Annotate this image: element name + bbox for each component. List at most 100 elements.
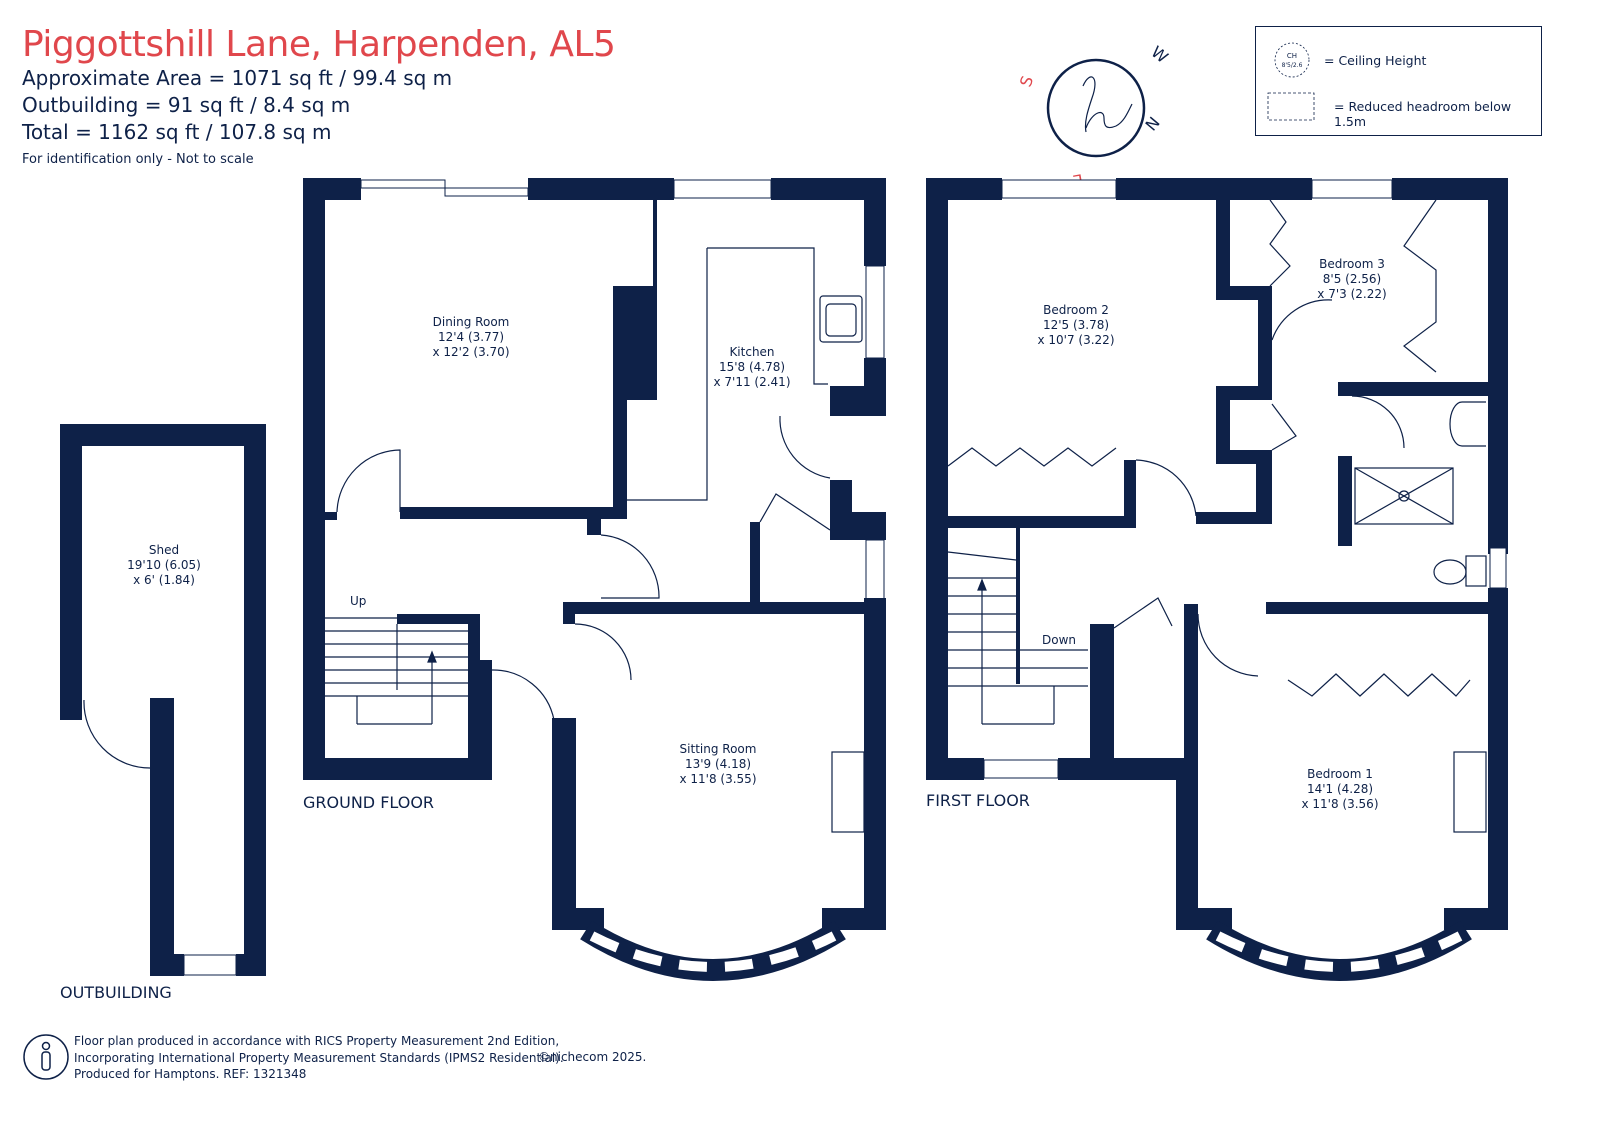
bedroom3-name: Bedroom 3 xyxy=(1319,257,1385,271)
ff-shower-drain-icon xyxy=(1398,490,1410,502)
sitting-dim1: 13'9 (4.18) xyxy=(685,757,751,771)
ceiling-height-icon xyxy=(1274,42,1310,78)
ff-wall-bed2-right xyxy=(1216,198,1230,298)
disclaimer: For identification only - Not to scale xyxy=(22,152,254,167)
gf-sink-bowl xyxy=(825,303,857,337)
ff-wall-left xyxy=(926,178,948,780)
gf-wall-dining-bottom xyxy=(400,507,627,519)
sitting-dim2: x 11'8 (3.55) xyxy=(679,772,756,786)
bedroom1-name: Bedroom 1 xyxy=(1307,767,1373,781)
ff-bed2-wardrobe xyxy=(947,447,1117,467)
bedroom2-dim2: x 10'7 (3.22) xyxy=(1037,333,1114,347)
sitting-name: Sitting Room xyxy=(680,742,757,756)
gf-wall-dining-stub xyxy=(325,512,337,520)
ff-wall-bath-left xyxy=(1338,456,1352,546)
copyright: ©nichecom 2025. xyxy=(538,1050,647,1064)
ff-wall-stair-divider xyxy=(1016,528,1020,684)
gf-door-dining xyxy=(336,449,401,513)
ff-window-landing xyxy=(983,759,1059,779)
footer-line-2: Incorporating International Property Mea… xyxy=(74,1050,564,1065)
shed-name: Shed xyxy=(149,543,179,557)
shed-dim2: x 6' (1.84) xyxy=(133,573,195,587)
ff-bed1-wardrobe xyxy=(1287,673,1471,697)
ff-wall-bed1-top xyxy=(1266,602,1488,614)
gf-wall-dining-right xyxy=(613,286,627,518)
ff-wall-hall-stub xyxy=(1196,512,1272,524)
shed-wall-right xyxy=(244,424,266,976)
shed-wall-bottom-right xyxy=(236,954,266,976)
gf-wall-sitting-top xyxy=(563,602,864,614)
reduced-headroom-icon xyxy=(1267,92,1315,121)
bedroom1-dim1: 14'1 (4.28) xyxy=(1307,782,1373,796)
gf-wall-hall-stub xyxy=(587,519,601,535)
gf-window-dining-1 xyxy=(360,179,446,189)
gf-wall-top-3 xyxy=(771,178,886,200)
ground-floor-label: GROUND FLOOR xyxy=(303,793,434,812)
ff-wall-landing-cupboard xyxy=(1090,624,1114,768)
gf-door-kitchen xyxy=(600,534,660,599)
gf-door-wc xyxy=(491,669,555,721)
ceiling-symbol: CH xyxy=(1287,52,1297,60)
outbuilding-plan: Shed 19'10 (6.05) x 6' (1.84) OUTBUILDIN… xyxy=(60,424,266,1002)
shed-dim1: 19'10 (6.05) xyxy=(127,558,201,572)
ff-wall-bottom-1 xyxy=(926,758,984,780)
gf-wall-wc xyxy=(480,660,492,780)
kitchen-dim2: x 7'11 (2.41) xyxy=(713,375,790,389)
gf-stairs xyxy=(325,617,468,725)
gf-window-hall-side xyxy=(865,539,885,601)
ff-stairs xyxy=(947,551,1088,725)
ff-toilet xyxy=(1433,559,1467,585)
ff-bed3-wardrobe-left xyxy=(1269,199,1291,287)
gf-sitting-fireplace xyxy=(831,751,865,833)
gf-door-back xyxy=(779,415,831,479)
compass-n: N xyxy=(1142,113,1164,134)
kitchen-dim1: 15'8 (4.78) xyxy=(719,360,785,374)
first-floor-label: FIRST FLOOR xyxy=(926,791,1030,810)
ff-window-bed2 xyxy=(1001,179,1117,199)
ff-door-bed2 xyxy=(1135,459,1197,517)
gf-wall-kitchen-divider xyxy=(653,196,657,296)
gf-wall-top-2 xyxy=(528,178,674,200)
gf-wall-left xyxy=(303,178,325,780)
gf-wall-stair-right xyxy=(468,614,480,780)
outbuilding-label: OUTBUILDING xyxy=(60,983,172,1002)
ff-shower-line-2 xyxy=(1354,467,1454,525)
bedroom1-dim2: x 11'8 (3.56) xyxy=(1301,797,1378,811)
ff-wall-right-1 xyxy=(1488,178,1508,554)
ff-wall-top-3 xyxy=(1392,178,1508,200)
gf-wall-right-4 xyxy=(830,512,886,540)
bedroom2-dim1: 12'5 (3.78) xyxy=(1043,318,1109,332)
ff-door-bed3 xyxy=(1271,299,1333,341)
shed-wall-bottom-left xyxy=(150,954,184,976)
gf-stair-up: Up xyxy=(350,594,366,608)
compass-logo: W N E S xyxy=(1016,42,1172,190)
gf-window-kitchen xyxy=(673,179,772,199)
gf-wall-sitting-stub xyxy=(563,602,575,624)
compass-ring xyxy=(1046,58,1146,158)
gf-wall-right-1 xyxy=(864,178,886,266)
gf-wall-right-jog xyxy=(830,386,886,416)
gf-door-cupboard xyxy=(759,493,831,531)
ipms-person-icon xyxy=(23,1034,69,1080)
property-title: Piggottshill Lane, Harpenden, AL5 xyxy=(22,24,616,65)
ff-window-bath xyxy=(1489,547,1507,589)
ff-wall-bed2-door xyxy=(1124,460,1136,528)
ff-door-cupboard xyxy=(1113,597,1173,629)
ff-wall-right-2 xyxy=(1488,588,1508,930)
bedroom2-name: Bedroom 2 xyxy=(1043,303,1109,317)
ff-wall-bed1-hall xyxy=(1184,604,1198,768)
footer-line-3: Produced for Hamptons. REF: 1321348 xyxy=(74,1067,307,1081)
ground-floor-plan: Up Dining Room 12'4 (3.77) x 12'2 (3.70)… xyxy=(303,178,886,981)
shed-door-swing xyxy=(83,699,151,769)
gf-wall-sitting-br xyxy=(822,908,886,930)
dining-dim1: 12'4 (3.77) xyxy=(438,330,504,344)
ff-wall-cupboard-left xyxy=(1216,386,1230,462)
gf-wall-right-5 xyxy=(864,598,886,930)
bedroom3-dim1: 8'5 (2.56) xyxy=(1323,272,1381,286)
ff-basin xyxy=(1449,401,1486,447)
ff-shower-tray xyxy=(1354,467,1454,525)
ff-wall-bed3-bottom xyxy=(1338,382,1488,396)
ff-wall-bed3-left xyxy=(1258,286,1272,386)
ff-wall-top-2 xyxy=(1116,178,1312,200)
